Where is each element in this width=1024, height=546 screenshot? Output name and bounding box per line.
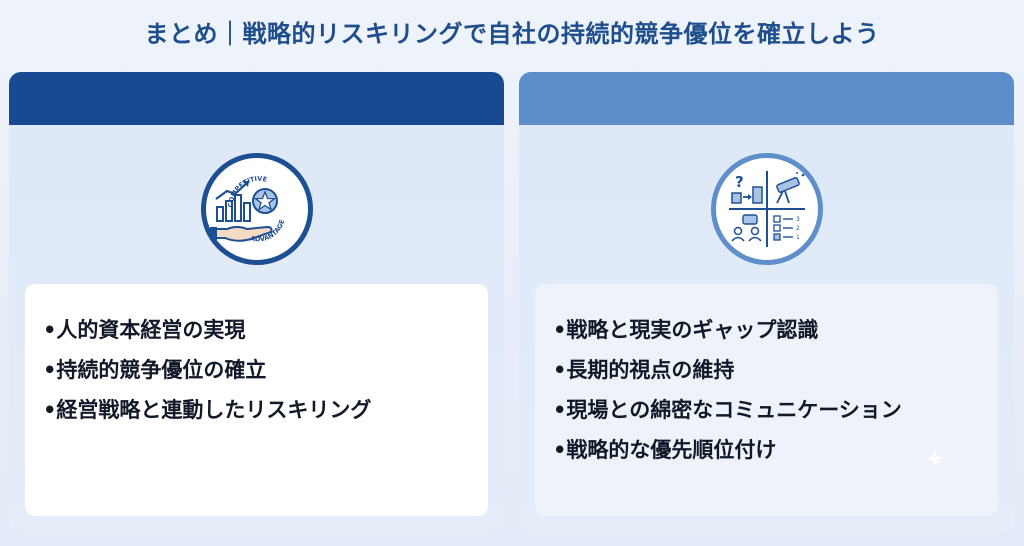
- list-item: •戦略と現実のギャップ認識: [553, 318, 819, 342]
- sparkle-icon: ✦: [924, 445, 946, 475]
- rank-2: 2: [796, 225, 800, 232]
- list-item: •長期的視点の維持: [553, 358, 735, 382]
- left-panel-header: [9, 72, 504, 125]
- page-title: まとめ｜戦略的リスキリングで自社の持続的競争優位を確立しよう: [144, 20, 880, 48]
- list-item: •経営戦略と連動したリスキリング: [43, 398, 372, 422]
- right-panel: ? 3 2 1: [519, 72, 1014, 534]
- rank-1: 1: [796, 234, 800, 241]
- competitive-advantage-icon: COMPETITIVE ADVANTAGE: [200, 153, 313, 265]
- rank-3: 3: [796, 216, 800, 223]
- left-panel: COMPETITIVE ADVANTAGE •人的資本経営の実現 •持続的競争優…: [9, 72, 504, 534]
- list-item: •戦略的な優先順位付け: [553, 438, 777, 462]
- question-mark: ?: [735, 173, 744, 191]
- right-panel-header: [519, 72, 1014, 125]
- left-summary-card: •人的資本経営の実現 •持続的競争優位の確立 •経営戦略と連動したリスキリング: [25, 284, 488, 516]
- right-summary-card: •戦略と現実のギャップ認識 •長期的視点の維持 •現場との綿密なコミュニケーショ…: [535, 284, 998, 516]
- list-item: •人的資本経営の実現: [43, 318, 246, 342]
- list-item: •現場との綿密なコミュニケーション: [553, 398, 902, 422]
- strategy-quadrant-icon: ? 3 2 1: [710, 153, 823, 265]
- list-item: •持続的競争優位の確立: [43, 358, 267, 382]
